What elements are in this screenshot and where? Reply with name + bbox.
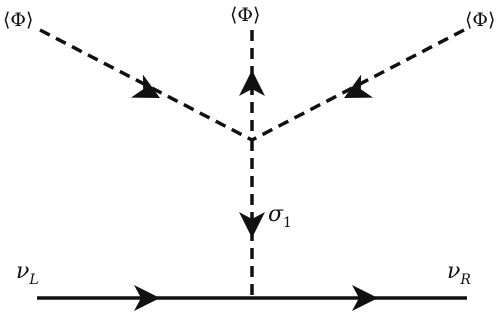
nu-right-label: νR [447, 259, 471, 288]
vev-label-center: ⟨Φ⟩ [230, 4, 260, 26]
vev-label-left: ⟨Φ⟩ [3, 9, 33, 31]
arrow-right-icon [344, 74, 374, 98]
arrow-fermion-left-icon [134, 285, 160, 311]
arrow-sigma-icon [239, 212, 265, 238]
vev-label-right: ⟨Φ⟩ [465, 9, 495, 31]
sigma-label: σ1 [268, 202, 292, 231]
arrow-fermion-right-icon [352, 285, 378, 311]
scalar-line-left [39, 28, 253, 142]
scalar-line-right [251, 28, 465, 142]
arrow-left-icon [130, 74, 160, 98]
nu-left-label: νL [16, 259, 39, 288]
arrow-center-icon [239, 70, 265, 96]
